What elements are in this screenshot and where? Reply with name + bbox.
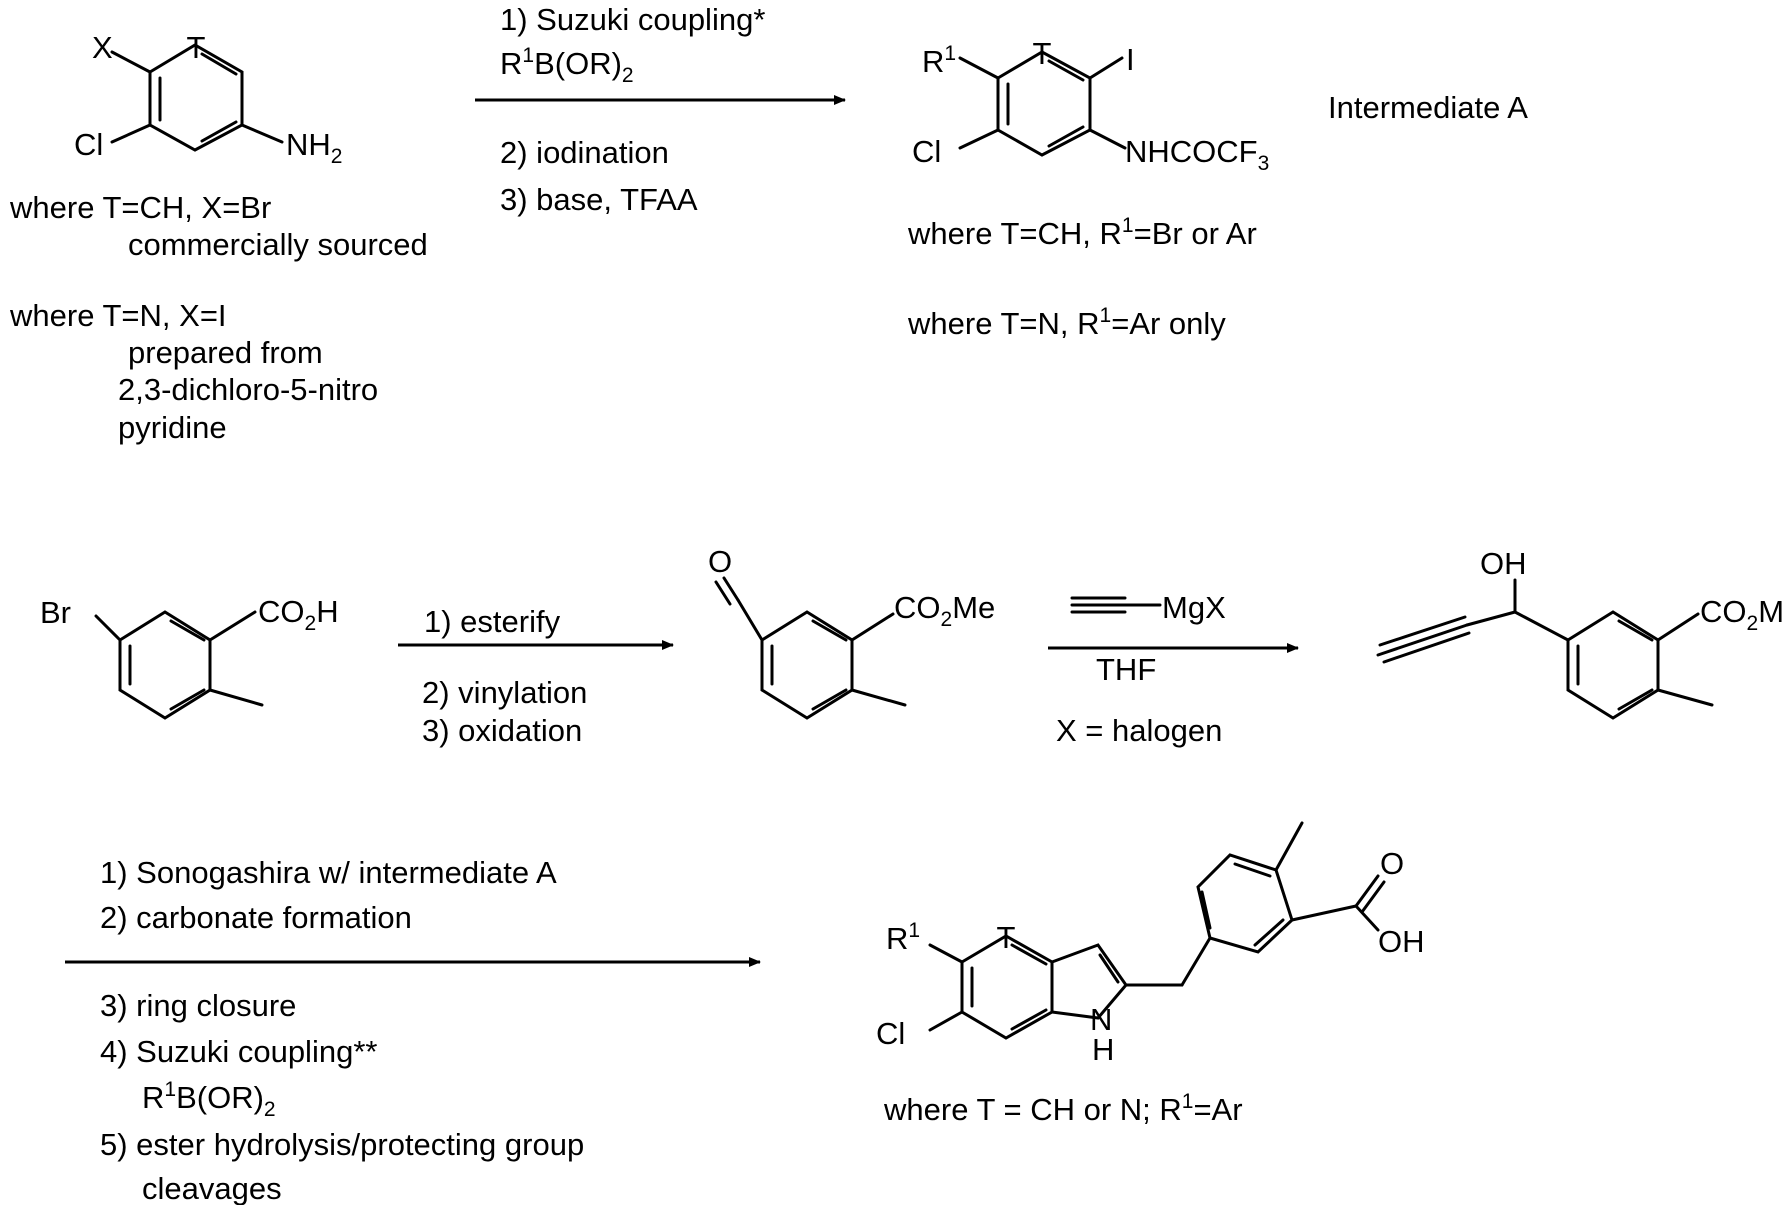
br-atom-label: Br [40,595,71,630]
propargyl-alcohol-structure: OH CO2Me [1378,546,1783,718]
step1-reagent: R1B(OR)2 [500,44,634,87]
step2-condition-1: 1) esterify [424,604,561,639]
co2h-label: CO2H [258,594,339,635]
start-note-1: where T=CH, X=Br [9,190,271,225]
aldehyde-o-label: O [708,544,732,579]
start-note-6: pyridine [118,410,227,445]
acid-oh-label: OH [1378,924,1425,959]
start-note-4: prepared from [128,335,323,370]
i-atom-label: I [1126,42,1135,77]
nh2-atom-label: NH2 [286,127,342,168]
step4-condition-1: 1) Sonogashira w/ intermediate A [100,855,557,890]
starting-aniline-structure: X T Cl NH2 [74,30,342,168]
ethynyl-grignard-structure [1072,598,1160,612]
bromo-acid-structure: Br CO2H [40,594,339,718]
step2-condition-3: 3) oxidation [422,713,582,748]
t-atom-label: T [187,30,206,65]
intermediate-a-structure: R1 T I Cl NHCOCF3 [912,36,1269,175]
acid-o-label: O [1380,846,1404,881]
start-note-5: 2,3-dichloro-5-nitro [118,372,378,407]
indole-h-label: H [1092,1032,1114,1067]
r1-atom-label: R1 [886,919,920,956]
step4-reagent: R1B(OR)2 [142,1078,276,1121]
step1-condition-3: 3) base, TFAA [500,182,698,217]
intermediate-a-label: Intermediate A [1328,90,1528,125]
t-atom-label: T [1033,36,1052,71]
step3-reagent: MgX [1162,590,1226,625]
cl-atom-label: Cl [876,1016,905,1051]
co2me-label: CO2Me [894,590,995,631]
start-note-2: commercially sourced [128,227,428,262]
step4-condition-5: 5) ester hydrolysis/protecting group [100,1127,584,1162]
step1-condition-2: 2) iodination [500,135,669,170]
r1-atom-label: R1 [922,42,956,79]
oh-label: OH [1480,546,1527,581]
product-note: where T = CH or N; R1=Ar [883,1090,1243,1127]
x-atom-label: X [92,30,113,65]
intermediate-a-note-1: where T=CH, R1=Br or Ar [907,214,1257,251]
step3-solvent: THF [1096,652,1156,687]
nhcocf3-atom-label: NHCOCF3 [1125,134,1269,175]
step4-condition-2: 2) carbonate formation [100,900,412,935]
step4-condition-6: cleavages [142,1171,282,1205]
step3-note: X = halogen [1056,713,1222,748]
step2-condition-2: 2) vinylation [422,675,587,710]
co2me-label: CO2Me [1700,594,1783,635]
cl-atom-label: Cl [912,134,941,169]
start-note-3: where T=N, X=I [9,298,227,333]
step1-condition-1: 1) Suzuki coupling* [500,2,765,37]
intermediate-a-note-2: where T=N, R1=Ar only [907,304,1226,341]
step4-condition-3: 3) ring closure [100,988,296,1023]
aldehyde-structure: O CO2Me [708,544,995,718]
t-atom-label: T [997,920,1016,955]
step4-condition-4: 4) Suzuki coupling** [100,1034,377,1069]
cl-atom-label: Cl [74,127,103,162]
product-structure: R1 T Cl N H O OH [876,823,1425,1067]
